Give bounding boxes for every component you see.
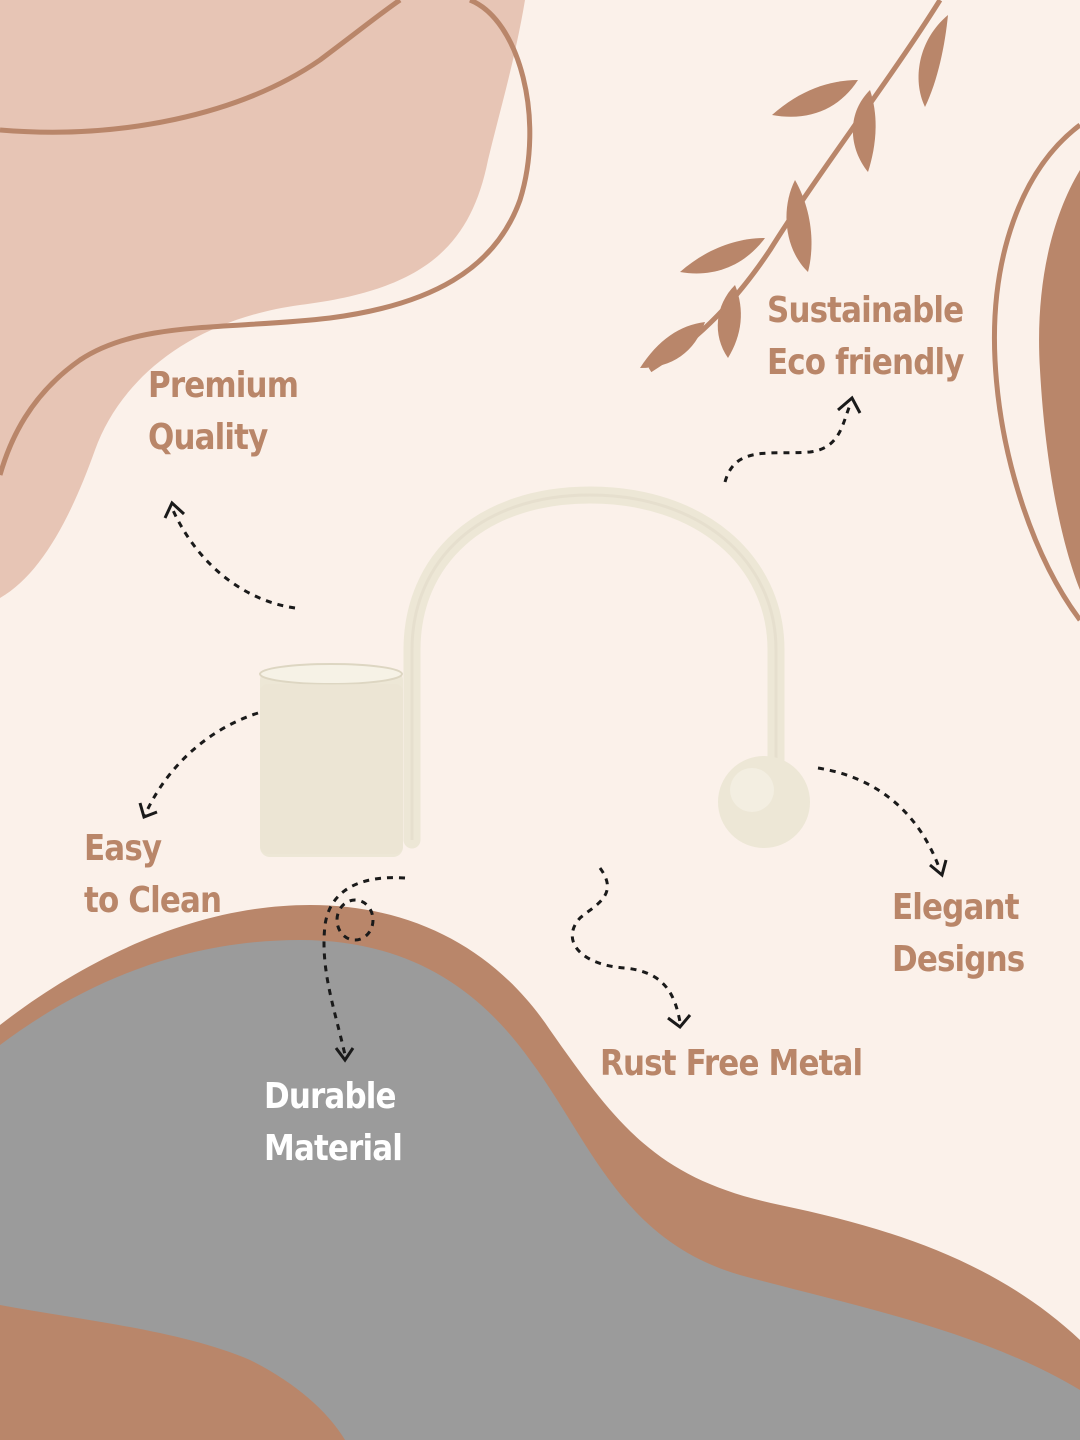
right-arc-fill (1039, 170, 1080, 590)
brown-corner (0, 1305, 345, 1440)
feature-durable-line2: Material (264, 1128, 403, 1169)
arrows (143, 404, 942, 1056)
feature-elegant-line2: Designs (892, 939, 1025, 980)
feature-premium-quality: Premium Quality (148, 360, 299, 464)
feature-easy-line2: to Clean (84, 880, 222, 921)
feature-rust-free-metal: Rust Free Metal (600, 1038, 863, 1090)
arrow-elegant (817, 766, 942, 871)
right-arc-outline (991, 123, 1080, 622)
feature-rust-line1: Rust Free Metal (600, 1043, 863, 1084)
feature-premium-line1: Premium (148, 365, 299, 406)
feature-elegant-line1: Elegant (892, 887, 1019, 928)
feature-premium-line2: Quality (148, 417, 268, 458)
feature-easy-to-clean: Easy to Clean (84, 823, 222, 927)
arrow-rust (570, 867, 682, 1023)
arrow-sustain (723, 404, 852, 483)
feature-durable-material: Durable Material (264, 1071, 403, 1175)
feature-durable-line1: Durable (264, 1076, 397, 1117)
blush-blob (0, 0, 525, 598)
feature-elegant-designs: Elegant Designs (892, 882, 1025, 986)
swirl-outline (0, 0, 533, 476)
candle-holder-icon (259, 486, 810, 857)
arrow-premium (170, 507, 296, 610)
feature-sustainable: Sustainable Eco friendly (767, 285, 964, 389)
leaf-branch-icon (640, 0, 948, 373)
arrow-durable-loop (335, 898, 375, 942)
feature-easy-line1: Easy (84, 828, 162, 869)
arrow-durable (322, 876, 406, 1056)
feature-sustain-line2: Eco friendly (767, 342, 964, 383)
grey-blob (0, 940, 1080, 1440)
feature-sustain-line1: Sustainable (767, 290, 964, 331)
arrow-easy (143, 711, 259, 816)
arrowheads (138, 395, 948, 1063)
